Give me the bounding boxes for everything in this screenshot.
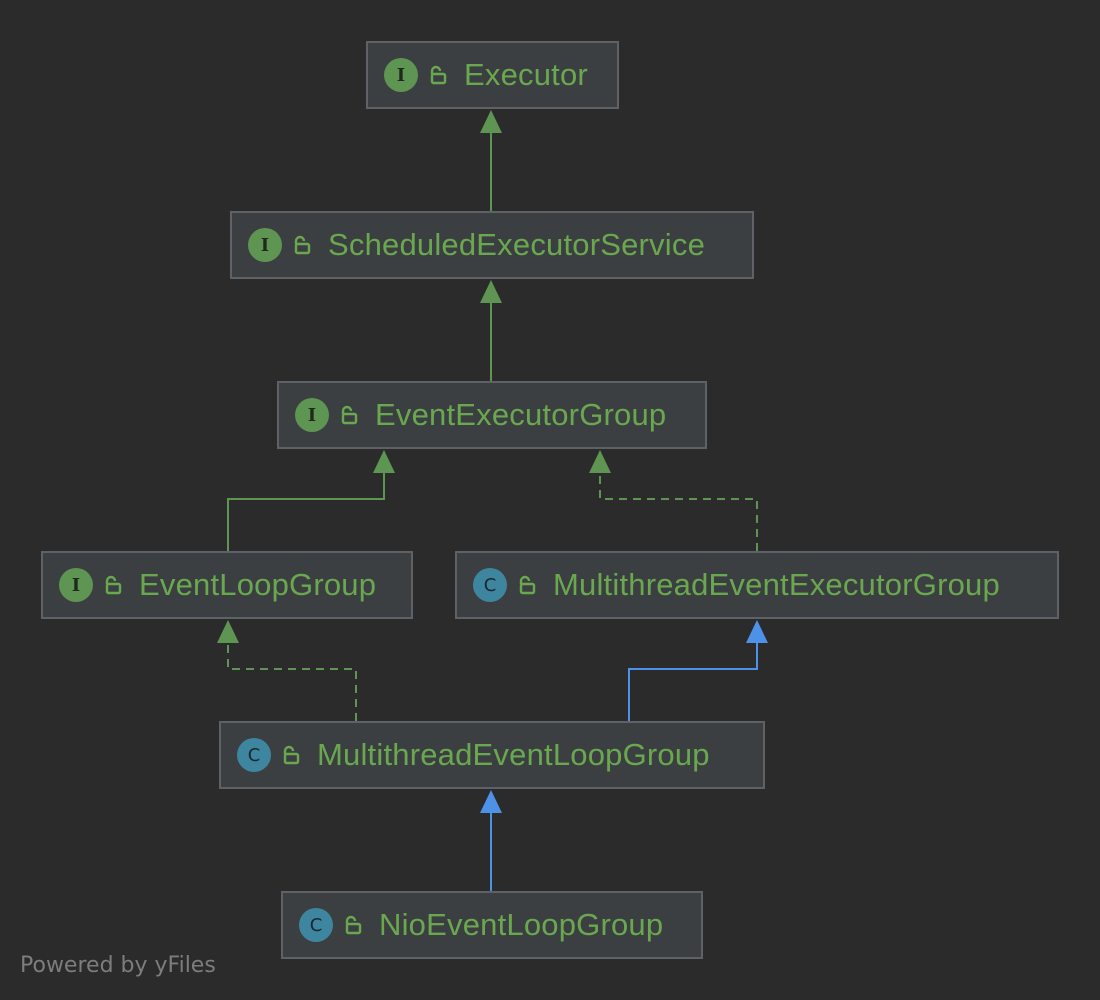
arrowhead-executor	[480, 110, 502, 133]
public-lock-icon	[430, 65, 447, 85]
node-scheduled-executor-service[interactable]: I ScheduledExecutorService	[230, 211, 754, 279]
edge-meeg-to-eeg	[599, 471, 758, 551]
node-multithread-event-executor-group[interactable]: C MultithreadEventExecutorGroup	[455, 551, 1059, 619]
node-label: MultithreadEventExecutorGroup	[553, 567, 1000, 602]
arrowhead-eeg-right	[589, 450, 611, 473]
public-lock-icon	[283, 745, 300, 765]
public-lock-icon	[294, 235, 311, 255]
arrowhead-elg	[217, 620, 239, 643]
node-event-executor-group[interactable]: I EventExecutorGroup	[277, 381, 707, 449]
node-label: NioEventLoopGroup	[379, 907, 664, 942]
edge-elg-to-eeg	[227, 471, 385, 551]
arrowhead-melg	[480, 790, 502, 813]
node-event-loop-group[interactable]: I EventLoopGroup	[41, 551, 413, 619]
node-label: MultithreadEventLoopGroup	[317, 737, 710, 772]
arrowhead-meeg	[746, 620, 768, 643]
class-icon: C	[299, 908, 333, 942]
powered-by-footer: Powered by yFiles	[20, 953, 216, 978]
class-icon: C	[237, 738, 271, 772]
public-lock-icon	[105, 575, 122, 595]
node-label: EventExecutorGroup	[375, 397, 667, 432]
interface-icon: I	[384, 58, 418, 92]
class-icon: C	[473, 568, 507, 602]
public-lock-icon	[345, 915, 362, 935]
interface-icon: I	[295, 398, 329, 432]
node-executor[interactable]: I Executor	[366, 41, 619, 109]
node-label: Executor	[464, 57, 588, 92]
node-label: EventLoopGroup	[139, 567, 377, 602]
node-multithread-event-loop-group[interactable]: C MultithreadEventLoopGroup	[219, 721, 765, 789]
public-lock-icon	[519, 575, 536, 595]
arrowhead-eeg-left	[373, 450, 395, 473]
node-nio-event-loop-group[interactable]: C NioEventLoopGroup	[281, 891, 703, 959]
arrowhead-scheduled	[480, 280, 502, 303]
node-label: ScheduledExecutorService	[328, 227, 706, 262]
interface-icon: I	[59, 568, 93, 602]
public-lock-icon	[341, 405, 358, 425]
edge-melg-to-meeg	[628, 641, 758, 721]
edge-melg-to-elg	[227, 641, 357, 721]
interface-icon: I	[248, 228, 282, 262]
